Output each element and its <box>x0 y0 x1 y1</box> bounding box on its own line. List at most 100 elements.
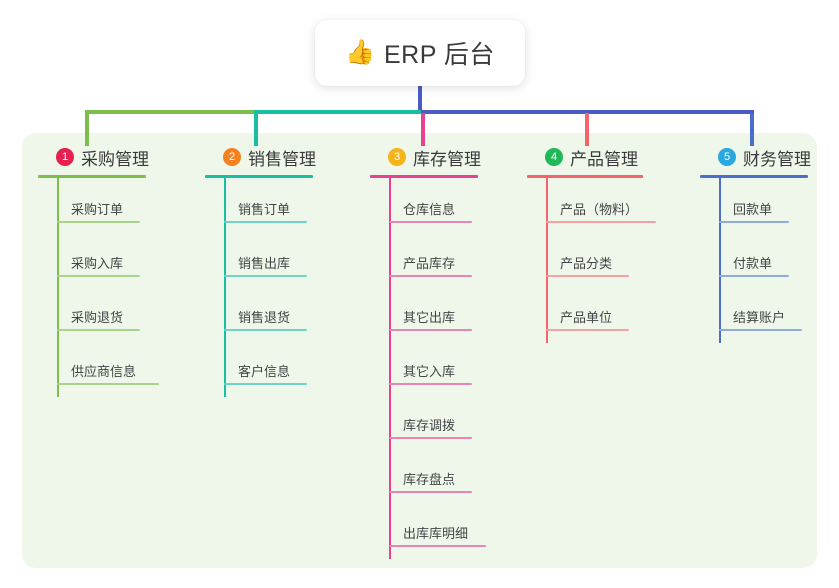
branch-underline-4 <box>527 175 643 178</box>
leaf-node[interactable]: 产品分类 <box>527 232 643 286</box>
branch-number-badge-2: 2 <box>223 148 241 166</box>
leaf-node[interactable]: 库存调拨 <box>370 394 481 448</box>
leaf-node-underline <box>224 221 307 223</box>
root-node[interactable]: 👍 ERP 后台 <box>315 20 525 86</box>
leaf-node[interactable]: 仓库信息 <box>370 178 481 232</box>
branch-spine-1 <box>57 178 59 397</box>
leaf-node-label: 销售出库 <box>238 256 291 271</box>
leaf-node-label: 销售订单 <box>238 202 291 217</box>
leaf-node-underline <box>389 437 472 439</box>
branch-column-2: 2 销售管理销售订单销售出库销售退货客户信息 <box>205 145 316 397</box>
root-node-title: ERP 后台 <box>383 41 495 69</box>
connector-drop-2 <box>254 113 258 146</box>
connector-drop-4 <box>585 113 589 146</box>
leaf-node[interactable]: 结算账户 <box>700 286 811 340</box>
branch-number-badge-1: 1 <box>56 148 74 166</box>
leaf-node-label: 付款单 <box>733 256 773 271</box>
leaf-node-label: 供应商信息 <box>71 364 137 379</box>
branch-spine-4 <box>546 178 548 343</box>
leaf-node-label: 出库库明细 <box>403 526 469 541</box>
leaf-node-underline <box>719 221 789 223</box>
leaf-node-underline <box>224 383 307 385</box>
branch-column-1: 1 采购管理采购订单采购入库采购退货供应商信息 <box>38 145 159 397</box>
leaf-node-underline <box>389 491 472 493</box>
leaf-node[interactable]: 库存盘点 <box>370 448 481 502</box>
branch-number-badge-3: 3 <box>388 148 406 166</box>
leaf-node-underline <box>546 275 629 277</box>
leaf-node-label: 采购订单 <box>71 202 124 217</box>
leaf-node-underline <box>224 329 307 331</box>
leaf-node-label: 采购退货 <box>71 310 124 325</box>
leaf-node-label: 产品单位 <box>560 310 613 325</box>
connector-horizontal-segment-2 <box>254 110 421 114</box>
leaf-node-underline <box>389 221 472 223</box>
branch-underline-5 <box>700 175 808 178</box>
leaf-node-label: 客户信息 <box>238 364 291 379</box>
leaf-node-underline <box>719 275 789 277</box>
branch-children-1: 采购订单采购入库采购退货供应商信息 <box>38 178 159 397</box>
branch-title-2: 销售管理 <box>248 149 316 169</box>
branch-children-2: 销售订单销售出库销售退货客户信息 <box>205 178 316 397</box>
branch-column-5: 5 财务管理回款单付款单结算账户 <box>700 145 811 343</box>
leaf-node-label: 销售退货 <box>238 310 291 325</box>
leaf-node[interactable]: 客户信息 <box>205 340 316 394</box>
leaf-node-underline <box>57 221 140 223</box>
connector-horizontal-segment-3 <box>421 110 754 114</box>
connector-drop-5 <box>750 113 754 146</box>
leaf-node-underline <box>389 329 472 331</box>
branch-children-3: 仓库信息产品库存其它出库其它入库库存调拨库存盘点出库库明细 <box>370 178 486 559</box>
leaf-node-label: 结算账户 <box>733 310 786 325</box>
connector-drop-3 <box>421 113 425 146</box>
leaf-node[interactable]: 付款单 <box>700 232 811 286</box>
leaf-node[interactable]: 其它出库 <box>370 286 481 340</box>
leaf-node-label: 回款单 <box>733 202 773 217</box>
leaf-node[interactable]: 销售订单 <box>205 178 316 232</box>
branch-children-5: 回款单付款单结算账户 <box>700 178 811 343</box>
branch-title-5: 财务管理 <box>743 149 811 169</box>
leaf-node-label: 库存调拨 <box>403 418 456 433</box>
branch-underline-1 <box>38 175 146 178</box>
leaf-node-underline <box>546 221 656 223</box>
leaf-node-label: 采购入库 <box>71 256 124 271</box>
leaf-node-label: 仓库信息 <box>403 202 456 217</box>
branch-title-1: 采购管理 <box>81 149 149 169</box>
branch-header-5[interactable]: 5 财务管理 <box>700 145 811 169</box>
leaf-node-underline <box>389 275 472 277</box>
branch-spine-5 <box>719 178 721 343</box>
branch-underline-3 <box>370 175 478 178</box>
leaf-node[interactable]: 其它入库 <box>370 340 481 394</box>
leaf-node-underline <box>57 383 159 385</box>
leaf-node[interactable]: 产品库存 <box>370 232 481 286</box>
leaf-node[interactable]: 销售出库 <box>205 232 316 286</box>
leaf-node[interactable]: 供应商信息 <box>38 340 159 394</box>
leaf-node[interactable]: 采购退货 <box>38 286 149 340</box>
leaf-node-underline <box>546 329 629 331</box>
branch-header-2[interactable]: 2 销售管理 <box>205 145 316 169</box>
branch-header-1[interactable]: 1 采购管理 <box>38 145 149 169</box>
connector-drop-1 <box>85 113 89 146</box>
branch-number-badge-4: 4 <box>545 148 563 166</box>
leaf-node-label: 库存盘点 <box>403 472 456 487</box>
diagram-panel <box>22 133 817 568</box>
leaf-node[interactable]: 出库库明细 <box>370 502 486 556</box>
leaf-node[interactable]: 采购订单 <box>38 178 149 232</box>
leaf-node-underline <box>224 275 307 277</box>
leaf-node-label: 产品（物料） <box>560 202 639 217</box>
leaf-node[interactable]: 回款单 <box>700 178 811 232</box>
branch-children-4: 产品（物料） 产品分类产品单位 <box>527 178 656 343</box>
leaf-node-underline <box>57 329 140 331</box>
branch-number-badge-5: 5 <box>718 148 736 166</box>
leaf-node[interactable]: 采购入库 <box>38 232 149 286</box>
leaf-node[interactable]: 产品（物料） <box>527 178 656 232</box>
connector-horizontal-segment-1 <box>85 110 254 114</box>
leaf-node-underline <box>57 275 140 277</box>
leaf-node[interactable]: 销售退货 <box>205 286 316 340</box>
thumbs-up-icon: 👍 <box>345 39 375 66</box>
leaf-node-label: 产品库存 <box>403 256 456 271</box>
leaf-node[interactable]: 产品单位 <box>527 286 643 340</box>
leaf-node-label: 其它出库 <box>403 310 456 325</box>
